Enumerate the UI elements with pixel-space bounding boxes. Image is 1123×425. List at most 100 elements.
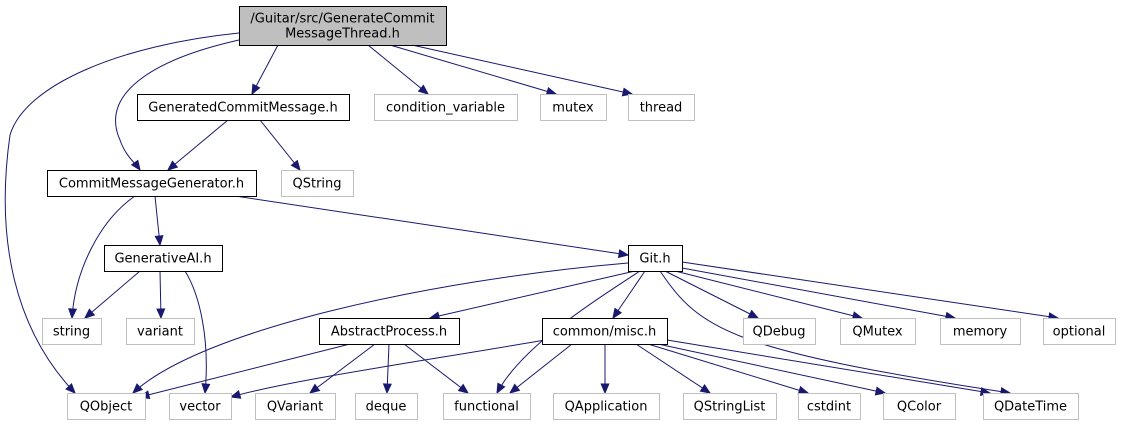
node-label: QMutex [852,325,903,340]
edge-line [230,339,546,398]
edge-arrowhead [68,308,78,320]
edge-arrowhead [417,84,429,95]
edge-commit-message-generator-to-string [68,195,136,320]
node-box [47,170,257,197]
node-label: GeneratedCommitMessage.h [148,101,337,116]
edge-line [309,343,376,394]
node-label: QVariant [267,400,323,415]
node-box [540,94,607,121]
edge-generated-commit-message-to-commit-message-generator [167,119,229,171]
node-box [743,318,816,345]
node-qcolor: QColor [883,393,956,420]
edge-root-to-qobject [4,32,240,394]
node-box [628,245,683,272]
edge-root-to-generated-commit-message [251,44,279,96]
node-box [255,393,336,420]
edge-abstract-process-to-functional [403,343,470,394]
edge-arrowhead [84,308,96,319]
edge-root-to-commit-message-generator [115,39,240,172]
edge-common-misc-to-qdatetime [666,339,992,396]
node-label: MessageThread.h [285,27,400,42]
node-label: QStringList [694,400,766,415]
node-box [983,393,1079,420]
node-memory: memory [940,318,1021,345]
node-condition-variable: condition_variable [374,94,518,121]
node-vector: vector [169,393,232,420]
edge-arrowhead [130,159,141,172]
node-box [553,393,660,420]
edge-git-to-abstract-process [428,270,636,321]
node-generated-commit-message[interactable]: GeneratedCommitMessage.h [137,94,350,121]
edge-commit-message-generator-to-generative-ai [154,195,164,247]
edge-common-misc-to-vector [229,339,546,399]
edge-root-to-condition-variable [367,44,429,95]
node-box [798,393,861,420]
edge-arrowhead [612,307,623,320]
node-abstract-process[interactable]: AbstractProcess.h [319,318,460,345]
node-box [628,94,695,121]
node-common-misc[interactable]: common/misc.h [542,318,668,345]
node-box [42,318,102,345]
edge-arrowhead [617,249,630,259]
edge-line [234,195,629,256]
node-label: common/misc.h [553,325,657,340]
node-box [137,94,350,121]
node-string: string [42,318,102,345]
node-label: condition_variable [386,101,505,116]
edge-line [84,270,141,319]
edge-line [429,270,636,319]
node-box [683,393,777,420]
edge-line [666,339,991,394]
edge-arrowhead [747,309,760,319]
edge-git-to-qmutex [674,270,864,321]
edge-arrowhead [229,389,242,399]
edge-line [4,32,240,394]
edge-root-to-thread [411,44,634,97]
node-qmutex: QMutex [840,318,916,345]
node-label: vector [179,400,221,415]
edge-line [71,195,136,319]
edge-common-misc-to-functional [508,343,573,394]
edge-line [389,44,557,95]
edge-common-misc-to-qapplication [600,344,610,395]
node-label: QString [292,177,341,192]
node-box [319,318,460,345]
edge-generative-ai-to-string [84,270,141,319]
edge-arrowhead [154,235,164,247]
node-box [104,245,223,272]
node-box [169,393,232,420]
edge-arrowhead [132,383,144,394]
edge-arrowhead [65,382,76,394]
node-box [542,318,668,345]
node-generative-ai[interactable]: GenerativeAI.h [104,245,223,272]
edge-line [115,39,240,171]
edge-line [674,270,863,319]
node-label: QDebug [753,325,806,340]
node-optional: optional [1043,318,1116,345]
node-label: optional [1053,325,1106,340]
edge-arrowhead [201,383,211,395]
edge-line [509,343,573,394]
edge-arrowhead [874,386,887,396]
node-box [940,318,1021,345]
edge-line [681,267,956,319]
edge-arrowhead [699,383,712,394]
node-box [67,393,146,420]
edge-line [184,270,207,394]
edge-abstract-process-to-deque [382,343,392,395]
node-box [374,94,518,121]
edge-line [403,343,469,394]
edge-line [647,343,809,394]
edge-line [139,343,351,398]
node-git[interactable]: Git.h [628,245,683,272]
edge-common-misc-to-qstringlist [635,343,712,394]
edge-arrowhead [621,87,634,97]
node-commit-message-generator[interactable]: CommitMessageGenerator.h [47,170,257,197]
edge-git-to-qdebug [664,270,760,319]
edge-line [657,343,886,394]
edge-generative-ai-to-variant [156,270,166,320]
edge-arrowhead [496,382,506,395]
node-label: thread [640,101,683,116]
node-label: QDateTime [994,400,1067,415]
